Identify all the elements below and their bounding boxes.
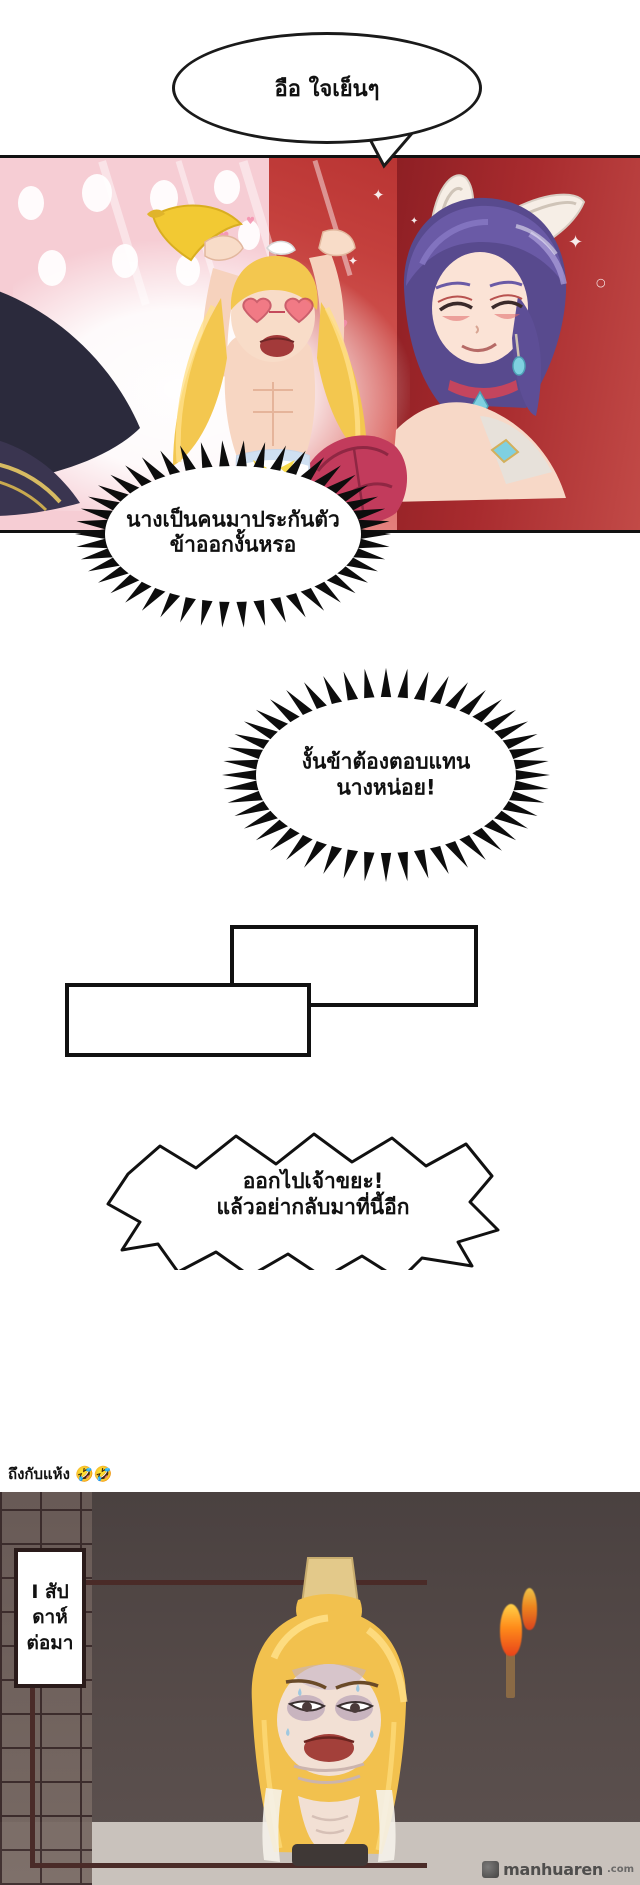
sparkle-icon: ✦	[410, 216, 419, 227]
panel-two	[0, 1492, 640, 1885]
empty-box-lower	[65, 983, 311, 1057]
burst-bubble-bail-shape	[75, 440, 391, 628]
character-fox-woman	[390, 174, 586, 502]
decorative-dot	[214, 170, 240, 204]
panel-two-door-frame	[30, 1580, 427, 1868]
sparkle-icon: ✦	[372, 186, 385, 204]
decorative-dot	[18, 186, 44, 220]
translator-note-text: ถึงกับแห้ง 🤣🤣	[8, 1465, 113, 1483]
speech-bubble-calm: อือ ใจเย็นๆ	[172, 32, 482, 144]
burst-bubble-repay: งั้นข้าต้องตอบแทน นางหน่อย!	[196, 655, 576, 895]
burst-bubble-repay-text: งั้นข้าต้องตอบแทน นางหน่อย!	[301, 749, 471, 799]
heart-icon: ♥	[246, 216, 255, 227]
panel-one-top-border	[0, 155, 640, 158]
translator-note: ถึงกับแห้ง 🤣🤣	[8, 1462, 112, 1486]
character-exhausted-man	[251, 1557, 408, 1866]
sparkle-icon: ✦	[568, 232, 584, 253]
watermark-tld: .com	[606, 1864, 634, 1875]
decorative-dot	[82, 174, 112, 212]
speech-bubble-calm-text: อือ ใจเย็นๆ	[274, 76, 380, 102]
sparkle-icon: ✦	[348, 254, 359, 268]
torch-handle	[506, 1652, 515, 1698]
torch-flame-icon	[522, 1588, 537, 1630]
dark-fin-shape	[0, 291, 140, 516]
shout-bubble-getout	[106, 1132, 500, 1270]
shout-bubble-getout-text: ออกไปเจ้าขยะ! แล้วอย่ากลับมาที่นี้อีก	[216, 1169, 410, 1220]
burst-bubble-bail: นางเป็นคนมาประกันตัว ข้าออกงั้นหรอ	[48, 430, 418, 635]
watermark-name: manhuaren	[503, 1860, 603, 1879]
time-caption-text: I สัป ดาห์ ต่อมา	[26, 1580, 74, 1654]
burst-bubble-repay-shape	[222, 667, 550, 883]
burst-bubble-bail-text: นางเป็นคนมาประกันตัว ข้าออกงั้นหรอ	[126, 506, 340, 557]
watermark-logo-icon	[482, 1861, 500, 1878]
torch-flame-icon	[500, 1604, 522, 1656]
watermark: manhuaren .com	[482, 1860, 634, 1879]
sparkle-icon: ○	[596, 276, 606, 289]
time-caption-box: I สัป ดาห์ ต่อมา	[14, 1548, 86, 1688]
